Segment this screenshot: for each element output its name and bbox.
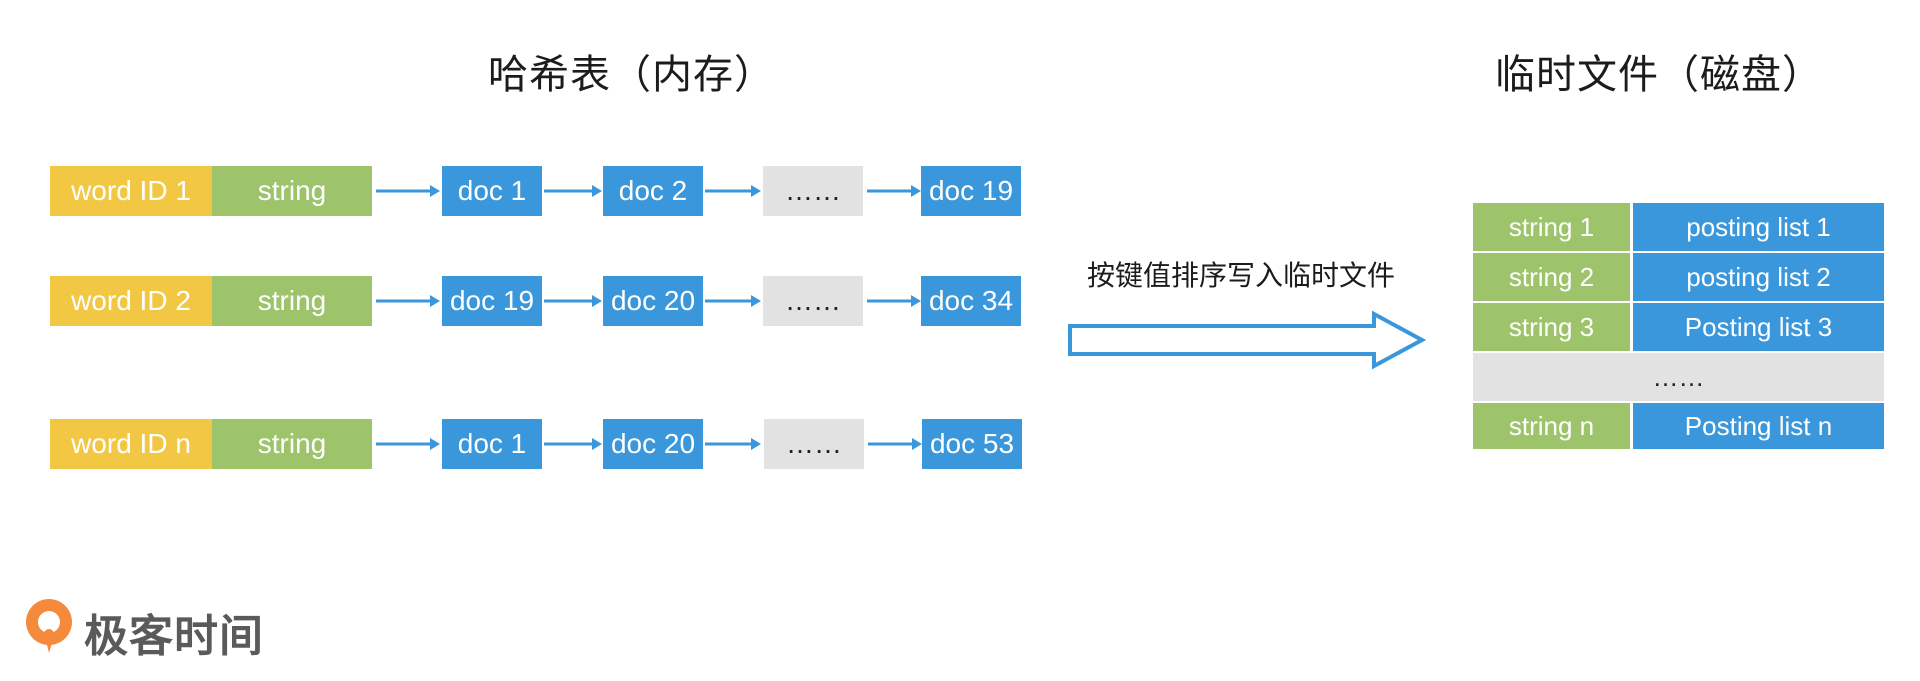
arrow-icon <box>376 295 440 307</box>
doc-cell: doc 34 <box>921 276 1021 326</box>
arrow-icon <box>376 185 440 197</box>
geektime-logo-icon <box>26 599 72 653</box>
doc-cell: doc 19 <box>442 276 542 326</box>
file-value-cell: Posting list 3 <box>1633 303 1884 351</box>
brand-logo-text: 极客时间 <box>84 612 264 661</box>
arrow-icon <box>376 438 440 450</box>
arrow-icon <box>544 438 602 450</box>
ellipsis-cell: …… <box>763 166 863 216</box>
arrow-icon <box>867 295 921 307</box>
string-cell: string <box>212 166 372 216</box>
file-key-cell: string 1 <box>1473 203 1630 251</box>
file-value-cell: posting list 2 <box>1633 253 1884 301</box>
string-cell: string <box>212 276 372 326</box>
doc-cell: doc 53 <box>922 419 1022 469</box>
ellipsis-cell: …… <box>764 419 864 469</box>
big-right-arrow-icon <box>1068 310 1427 370</box>
file-value-cell: Posting list n <box>1633 403 1884 449</box>
word-id-cell: word ID 2 <box>50 276 212 326</box>
doc-cell: doc 1 <box>442 419 542 469</box>
arrow-icon <box>705 438 761 450</box>
file-key-cell: string 3 <box>1473 303 1630 351</box>
arrow-icon <box>705 295 761 307</box>
file-ellipsis-row: …… <box>1473 353 1884 401</box>
word-id-cell: word ID 1 <box>50 166 212 216</box>
ellipsis-cell: …… <box>763 276 863 326</box>
arrow-icon <box>544 185 602 197</box>
file-key-cell: string n <box>1473 403 1630 449</box>
doc-cell: doc 20 <box>603 276 703 326</box>
doc-cell: doc 2 <box>603 166 703 216</box>
doc-cell: doc 1 <box>442 166 542 216</box>
file-value-cell: posting list 1 <box>1633 203 1884 251</box>
doc-cell: doc 19 <box>921 166 1021 216</box>
file-key-cell: string 2 <box>1473 253 1630 301</box>
temp-file-title: 临时文件（磁盘） <box>1495 53 1823 97</box>
word-id-cell: word ID n <box>50 419 212 469</box>
arrow-icon <box>544 295 602 307</box>
transfer-label: 按键值排序写入临时文件 <box>1087 260 1396 291</box>
string-cell: string <box>212 419 372 469</box>
arrow-icon <box>868 438 922 450</box>
arrow-icon <box>867 185 921 197</box>
arrow-icon <box>705 185 761 197</box>
doc-cell: doc 20 <box>603 419 703 469</box>
hash-table-title: 哈希表（内存） <box>488 53 775 97</box>
